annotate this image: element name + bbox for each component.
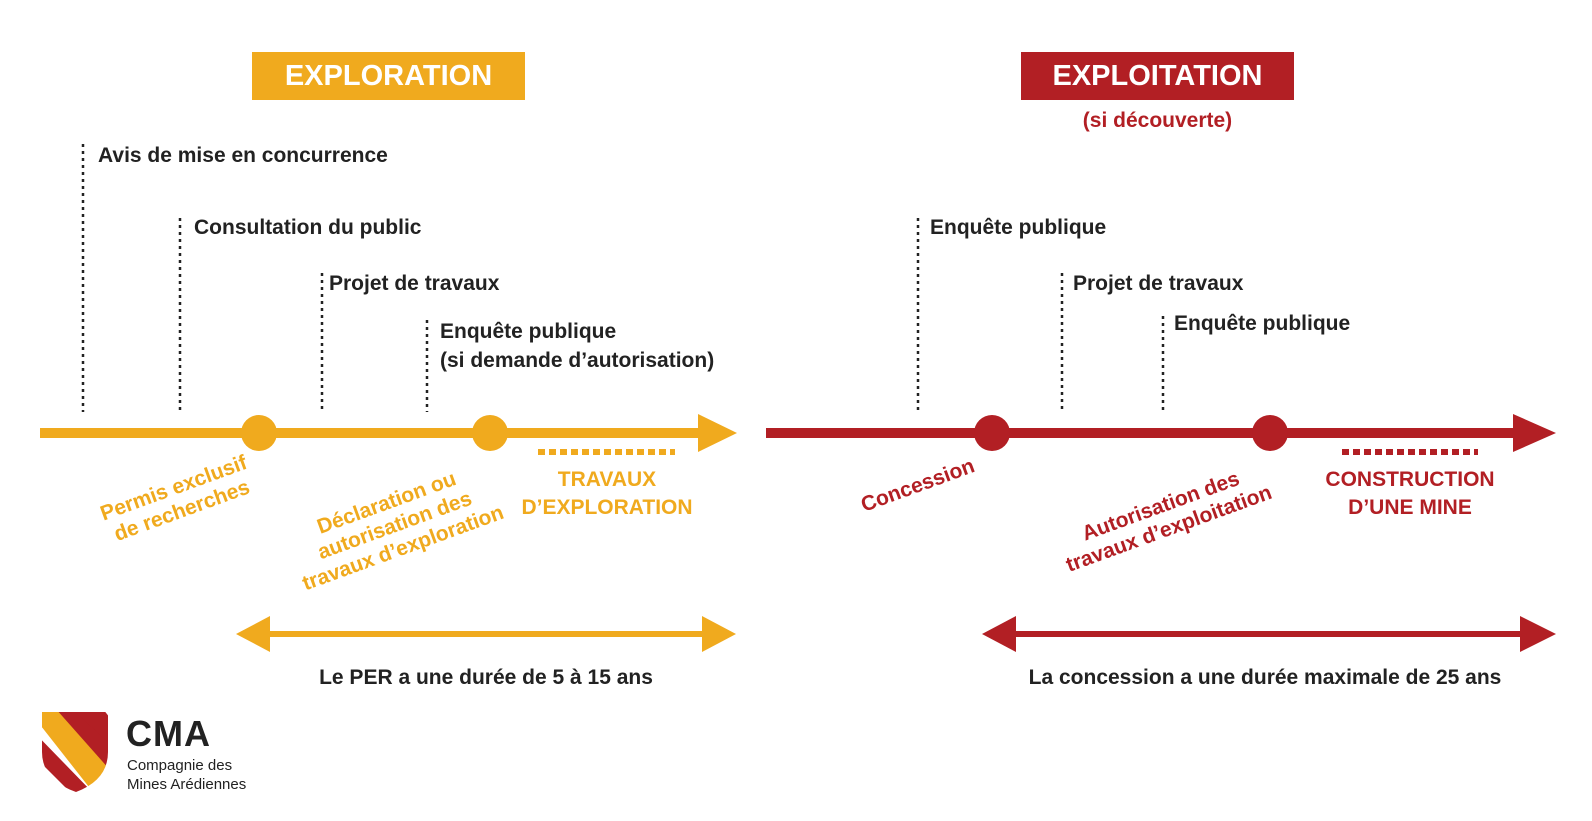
exploitation-arrow-head [1513, 414, 1556, 452]
milestone-enquete-publique-exploration: Enquête publique [440, 320, 617, 343]
exploitation-step-dot-1 [974, 415, 1010, 451]
exploitation-duration-label: La concession a une durée maximale de 25… [1028, 666, 1502, 689]
milestone-avis-mise-en-concurrence: Avis de mise en concurrence [98, 144, 388, 167]
logo-line-2: Mines Arédiennes [127, 776, 247, 793]
exploration-duration-head-left [236, 616, 270, 652]
logo-line-1: Compagnie des [127, 757, 233, 774]
works-line: D’UNE MINE [1348, 496, 1472, 519]
exploration-duration-head-right [702, 616, 736, 652]
works-line: D’EXPLORATION [521, 496, 693, 519]
exploitation-works-label: CONSTRUCTION D’UNE MINE [1310, 466, 1510, 522]
exploration-works-label: TRAVAUX D’EXPLORATION [512, 466, 702, 522]
milestone-consultation-du-public: Consultation du public [194, 216, 422, 239]
exploration-title: EXPLORATION [252, 52, 525, 100]
works-line: TRAVAUX [557, 468, 657, 491]
milestone-projet-de-travaux-exploitation: Projet de travaux [1073, 272, 1244, 295]
exploitation-step-dot-2 [1252, 415, 1288, 451]
works-line: CONSTRUCTION [1325, 468, 1495, 491]
milestone-enquete-publique-2: Enquête publique [1174, 312, 1351, 335]
exploitation-subtitle: (si découverte) [1082, 109, 1233, 132]
exploitation-duration-head-right [1520, 616, 1556, 652]
exploitation-duration-head-left [982, 616, 1016, 652]
exploration-step-dot-1 [241, 415, 277, 451]
milestone-enquete-publique-1: Enquête publique [930, 216, 1107, 239]
milestone-projet-de-travaux-exploration: Projet de travaux [329, 272, 500, 295]
exploitation-title: EXPLOITATION [1021, 52, 1294, 100]
exploration-arrow-head [698, 414, 737, 452]
logo-name: CMA [126, 713, 211, 754]
exploration-duration-label: Le PER a une durée de 5 à 15 ans [319, 666, 653, 689]
logo-shield-icon [42, 712, 108, 792]
milestone-si-demande-autorisation: (si demande d’autorisation) [440, 349, 715, 372]
exploration-step-dot-2 [472, 415, 508, 451]
